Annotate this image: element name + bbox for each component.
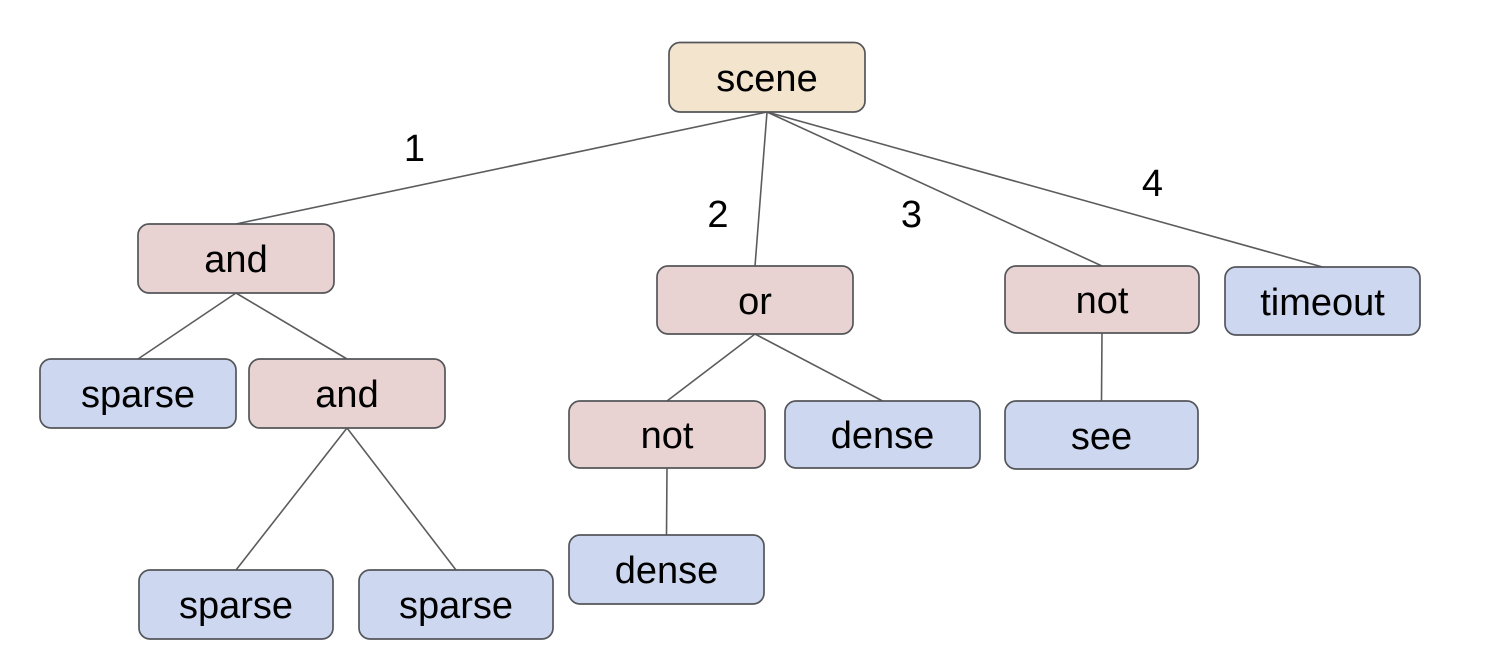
svg-text:not: not (641, 415, 694, 457)
svg-text:1: 1 (404, 128, 425, 170)
svg-text:4: 4 (1142, 163, 1163, 205)
svg-text:dense: dense (831, 415, 935, 457)
svg-text:dense: dense (615, 550, 719, 592)
svg-text:2: 2 (707, 194, 728, 236)
svg-text:scene: scene (716, 58, 817, 100)
svg-text:timeout: timeout (1260, 282, 1385, 324)
svg-text:see: see (1071, 416, 1132, 458)
svg-text:and: and (204, 239, 267, 281)
svg-text:sparse: sparse (81, 374, 195, 416)
svg-text:3: 3 (901, 194, 922, 236)
svg-text:and: and (315, 374, 378, 416)
svg-text:sparse: sparse (399, 585, 513, 627)
svg-text:or: or (738, 281, 772, 323)
svg-text:not: not (1076, 280, 1129, 322)
svg-text:sparse: sparse (179, 585, 293, 627)
